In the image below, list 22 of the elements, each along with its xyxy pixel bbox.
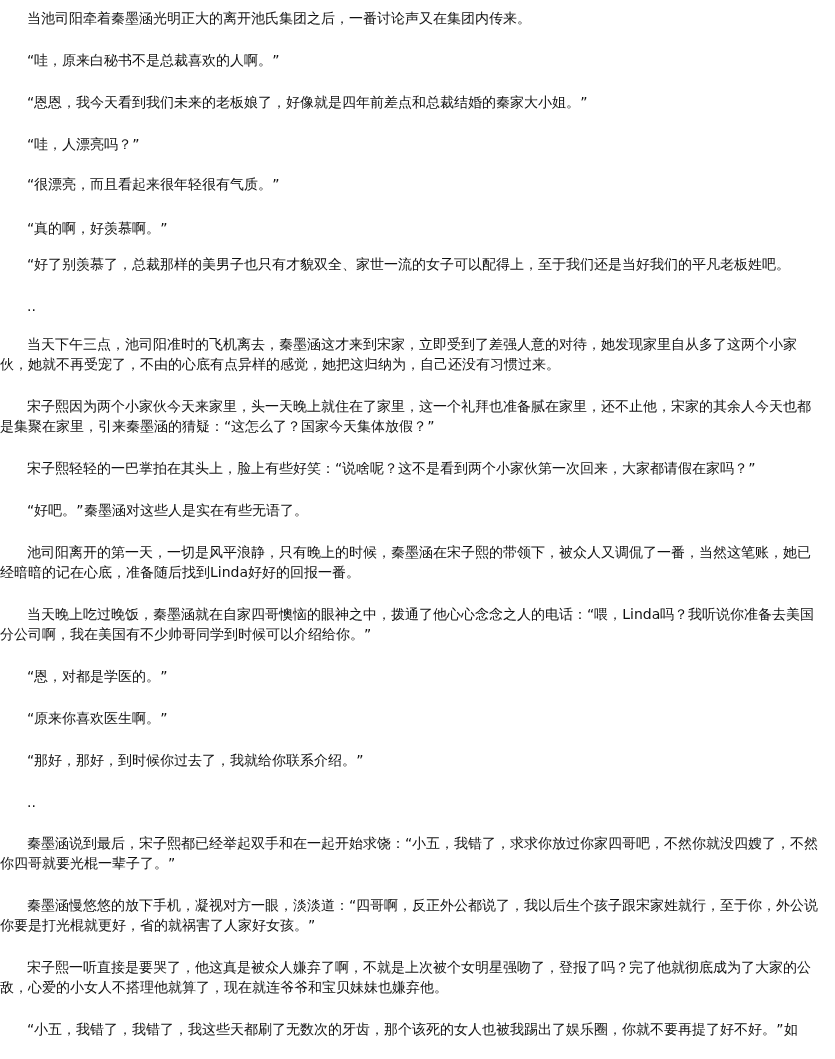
paragraph: 宋子熙因为两个小家伙今天来家里，头一天晚上就住在了家里，这一个礼拜也准备腻在家里，还不止他，宋家的其余人今天也都是集聚在家里，引来秦墨涵的猜疑：“这怎么了？国家今天集体放假？”: [0, 397, 812, 436]
paragraph: “哇，原来白秘书不是总裁喜欢的人啊。”: [26, 51, 281, 70]
paragraph: “那好，那好，到时候你过去了，我就给你联系介绍。”: [26, 751, 365, 770]
paragraph: “很漂亮，而且看起来很年轻很有气质。”: [26, 175, 281, 194]
paragraph: 秦墨涵慢悠悠的放下手机，凝视对方一眼，淡淡道：“四哥啊，反正外公都说了，我以后生个孩子跟宋家姓就行，至于你，外公说你要是打光棍就更好，省的就祸害了人家好女孩。”: [0, 896, 820, 935]
paragraph: 当天下午三点，池司阳准时的飞机离去，秦墨涵这才来到宋家，立即受到了差强人意的对待，她发现家里自从多了这两个小家伙，她就不再受宠了，不由的心底有点异样的感觉，她把这归纳为，自己还没有习惯过来。: [0, 335, 798, 374]
paragraph: 当池司阳牵着秦墨涵光明正大的离开池氏集团之后，一番讨论声又在集团内传来。: [26, 9, 532, 28]
paragraph: 池司阳离开的第一天，一切是风平浪静，只有晚上的时候，秦墨涵在宋子熙的带领下，被众人又调侃了一番，当然这笔账，她已经暗暗的记在心底，准备随后找到Linda好好的回报一番。: [0, 543, 812, 582]
paragraph: “好了别羡慕了，总裁那样的美男子也只有才貌双全、家世一流的女子可以配得上，至于我们还是当好我们的平凡老板姓吧。: [26, 255, 792, 274]
paragraph: “真的啊，好羡慕啊。”: [26, 219, 169, 238]
paragraph: 当天晚上吃过晚饭，秦墨涵就在自家四哥懊恼的眼神之中，拨通了他心心念念之人的电话：“喂，Linda吗？我听说你准备去美国分公司啊，我在美国有不少帅哥同学到时候可以介绍给你。”: [0, 605, 816, 644]
paragraph: 秦墨涵说到最后，宋子熙都已经举起双手和在一起开始求饶：“小五，我错了，求求你放过你家四哥吧，不然你就没四嫂了，不然你四哥就要光棍一辈子了。”: [0, 834, 820, 873]
paragraph: “恩恩，我今天看到我们未来的老板娘了，好像就是四年前差点和总裁结婚的秦家大小姐。”: [26, 93, 589, 112]
paragraph: “哇，人漂亮吗？”: [26, 135, 141, 154]
paragraph: 宋子熙一听直接是要哭了，他这真是被众人嫌弃了啊，不就是上次被个女明星强吻了，登报了吗？完了他就彻底成为了大家的公敌，心爱的小女人不搭理他就算了，现在就连爷爷和宝贝妹妹也嫌弃他。: [0, 958, 812, 997]
paragraph: “恩，对都是学医的。”: [26, 667, 169, 686]
scene-break: ..: [26, 793, 37, 812]
paragraph: “原来你喜欢医生啊。”: [26, 709, 169, 728]
scene-break: ..: [26, 297, 37, 316]
paragraph: “小五，我错了，我错了，我这些天都刷了无数次的牙齿，那个该死的女人也被我踢出了娱乐圈，你就不要再提了好不好。”如: [26, 1020, 799, 1039]
paragraph: 宋子熙轻轻的一巴掌拍在其头上，脸上有些好笑：“说啥呢？这不是看到两个小家伙第一次回来，大家都请假在家吗？”: [26, 459, 757, 478]
paragraph: “好吧。”秦墨涵对这些人是实在有些无语了。: [26, 501, 309, 520]
